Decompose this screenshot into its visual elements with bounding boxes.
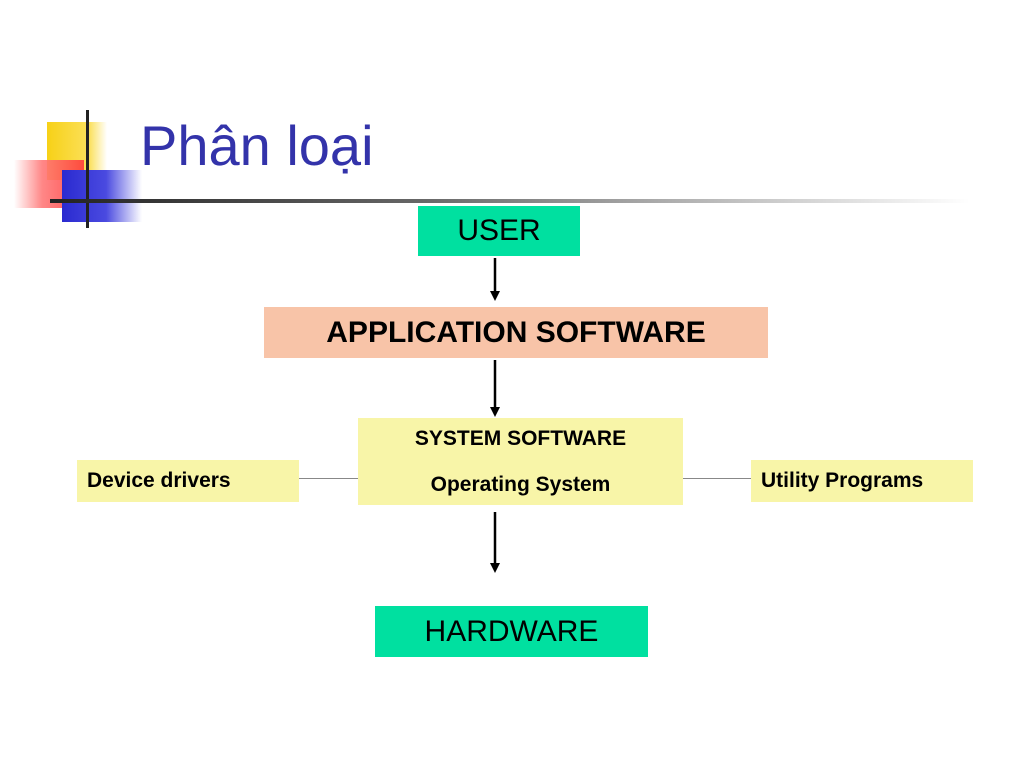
logo-vertical-line (86, 110, 89, 228)
application-software-box: APPLICATION SOFTWARE (264, 307, 768, 358)
utility-programs-connector (683, 478, 751, 479)
slide-title: Phân loại (140, 114, 374, 177)
logo-blue-square (62, 170, 142, 222)
system-software-box: SYSTEM SOFTWARE Operating System (358, 418, 683, 505)
operating-system-label: Operating System (430, 472, 611, 496)
device-drivers-connector (299, 478, 358, 479)
user-box: USER (418, 206, 580, 256)
device-drivers-box: Device drivers (77, 460, 299, 502)
utility-programs-box: Utility Programs (751, 460, 973, 502)
system-software-label: SYSTEM SOFTWARE (414, 426, 627, 450)
hardware-box: HARDWARE (375, 606, 648, 657)
title-underline (50, 199, 970, 203)
